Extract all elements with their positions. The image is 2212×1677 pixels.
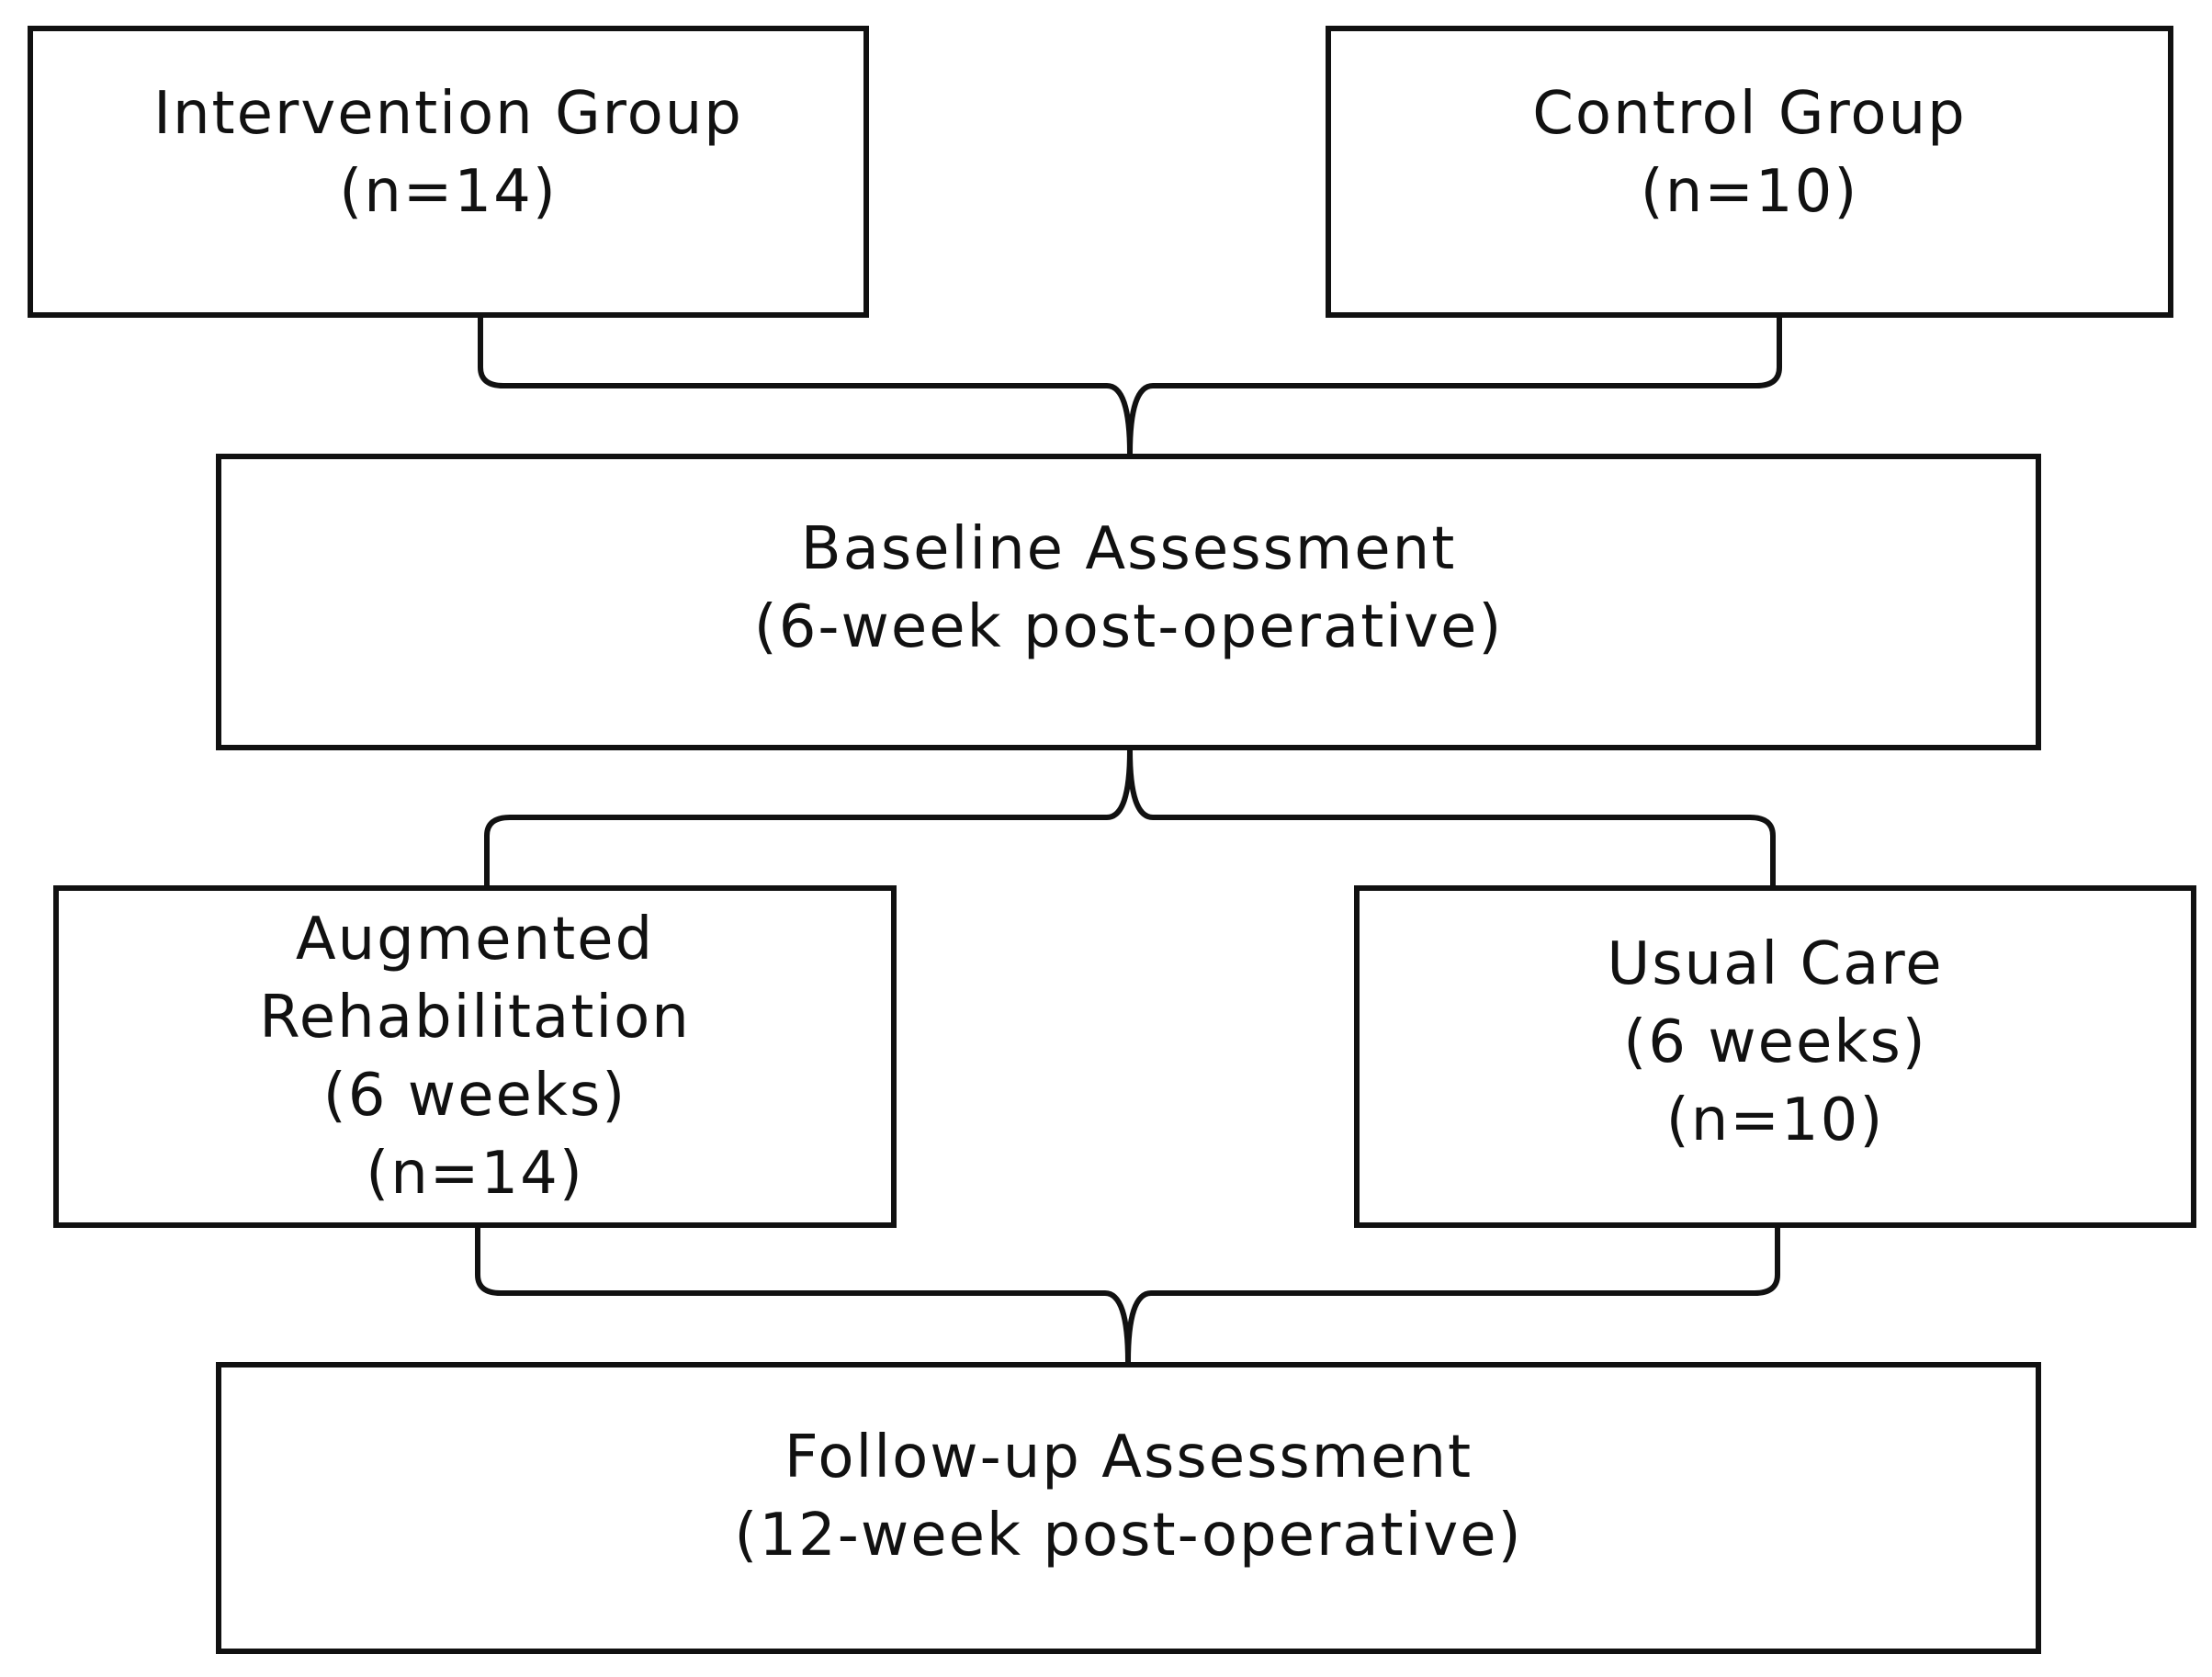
node-augmented-title-line2: Rehabilitation xyxy=(259,983,691,1052)
node-baseline-assessment: Baseline Assessment (6-week post-operati… xyxy=(216,454,2041,750)
node-followup-assessment: Follow-up Assessment (12-week post-opera… xyxy=(216,1362,2041,1654)
node-augmented-duration: (6 weeks) xyxy=(322,1061,627,1130)
connector-baseline-to-arms xyxy=(484,748,1776,888)
node-baseline-title: Baseline Assessment xyxy=(800,514,1457,583)
node-baseline-timing: (6-week post-operative) xyxy=(753,592,1504,661)
connector-groups-to-baseline xyxy=(478,315,1782,456)
node-followup-title: Follow-up Assessment xyxy=(784,1423,1473,1491)
node-intervention-title: Intervention Group xyxy=(153,80,743,148)
node-augmented-title-line1: Augmented xyxy=(295,905,655,974)
node-augmented-rehabilitation: Augmented Rehabilitation (6 weeks) (n=14… xyxy=(53,885,897,1228)
node-control-count: (n=10) xyxy=(1640,158,1859,226)
node-control-group: Control Group (n=10) xyxy=(1326,26,2173,318)
node-followup-timing: (12-week post-operative) xyxy=(734,1501,1523,1570)
node-augmented-count: (n=14) xyxy=(366,1139,584,1208)
node-usual-duration: (6 weeks) xyxy=(1623,1008,1927,1076)
node-usual-care: Usual Care (6 weeks) (n=10) xyxy=(1354,885,2196,1228)
connector-arms-to-followup xyxy=(475,1225,1780,1365)
node-control-title: Control Group xyxy=(1532,80,1967,148)
node-intervention-count: (n=14) xyxy=(339,158,558,226)
node-intervention-group: Intervention Group (n=14) xyxy=(28,26,869,318)
node-usual-count: (n=10) xyxy=(1665,1086,1885,1154)
node-usual-title: Usual Care xyxy=(1607,930,1944,998)
